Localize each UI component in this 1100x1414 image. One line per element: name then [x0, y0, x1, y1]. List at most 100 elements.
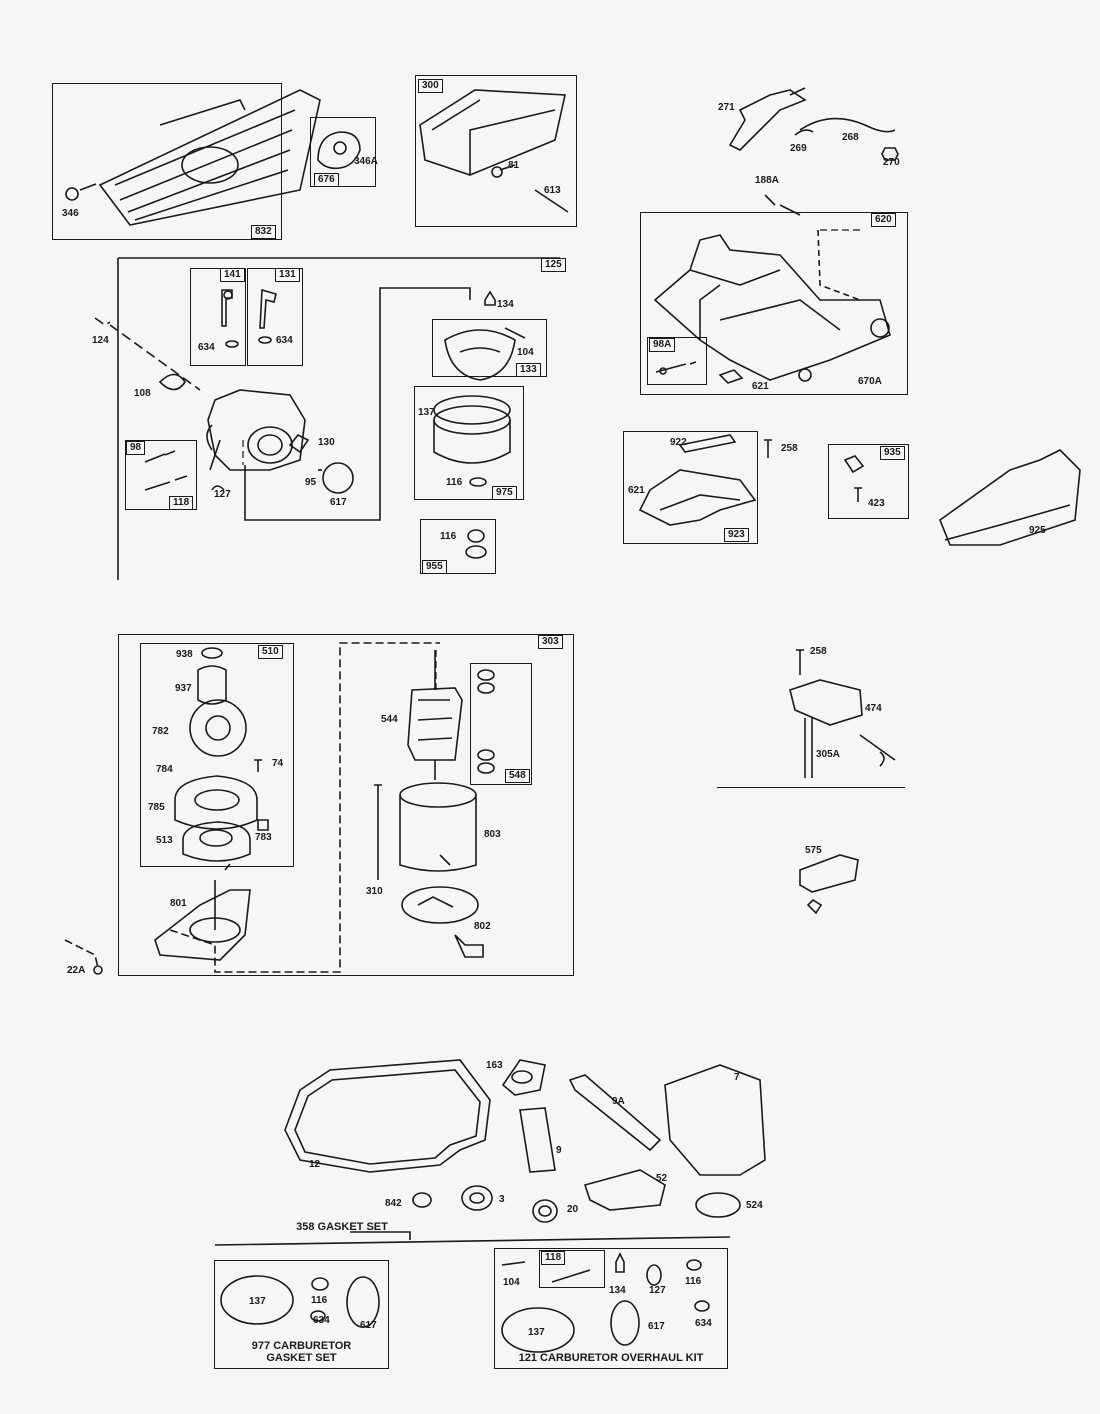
callout-784: 784	[156, 764, 173, 775]
starter-housing-801	[154, 863, 251, 961]
callout-524: 524	[746, 1200, 763, 1211]
callout-270: 270	[883, 157, 900, 168]
callout-127a: 127	[214, 489, 231, 500]
armature-544	[407, 650, 463, 780]
callout-108: 108	[134, 388, 151, 399]
bracket-474	[789, 649, 896, 778]
callout-617a: 617	[330, 497, 347, 508]
box-starter-outer	[118, 634, 574, 976]
callout-124: 124	[92, 335, 109, 346]
callout-9A: 9A	[612, 1096, 625, 1107]
callout-803: 803	[484, 829, 501, 840]
callout-134a: 134	[497, 299, 514, 310]
callout-130: 130	[318, 437, 335, 448]
callout-116c: 116	[311, 1295, 328, 1306]
callout-670A: 670A	[858, 376, 882, 387]
callout-802: 802	[474, 921, 491, 932]
callout-634a: 634	[198, 342, 215, 353]
rule-474	[717, 787, 905, 788]
callout-575: 575	[805, 845, 822, 856]
box-676	[310, 117, 376, 187]
tag-923: 923	[724, 528, 749, 542]
callout-9: 9	[556, 1145, 562, 1156]
callout-513: 513	[156, 835, 173, 846]
caption-977: 977 CARBURETOR GASKET SET	[214, 1340, 389, 1364]
heat-shield-676	[317, 131, 361, 170]
starter-510-drawing	[174, 647, 269, 862]
box-141	[190, 268, 246, 366]
box-121	[494, 1248, 728, 1369]
callout-305A: 305A	[816, 749, 840, 760]
tag-620: 620	[871, 213, 896, 227]
callout-938: 938	[176, 649, 193, 660]
box-620	[640, 212, 908, 395]
callout-925: 925	[1029, 525, 1046, 536]
carburetor-drawing	[206, 389, 306, 471]
throttle-lever-271	[728, 87, 807, 151]
float-bowl-133	[444, 329, 516, 381]
callout-22A: 22A	[67, 965, 86, 976]
tag-98A: 98A	[649, 338, 676, 352]
callout-258b: 258	[810, 646, 827, 657]
callout-258a: 258	[781, 443, 798, 454]
callout-634c: 634	[313, 1315, 330, 1326]
box-955	[420, 519, 496, 574]
caption-977-line1: 977 CARBURETOR	[251, 1340, 352, 1352]
tag-300: 300	[418, 79, 443, 93]
callout-7: 7	[734, 1072, 740, 1083]
tag-955: 955	[422, 560, 447, 574]
callout-116d: 116	[685, 1276, 702, 1287]
gasket-12	[284, 1059, 491, 1173]
callout-617c: 617	[648, 1321, 665, 1332]
callout-81: 81	[508, 160, 520, 171]
callout-20: 20	[567, 1204, 579, 1215]
tag-131: 131	[275, 268, 300, 282]
callout-116a: 116	[446, 477, 463, 488]
tag-98: 98	[126, 441, 146, 455]
callout-95: 95	[305, 477, 317, 488]
box-975	[414, 386, 524, 500]
tag-548: 548	[505, 769, 530, 783]
box-118b	[539, 1250, 605, 1288]
callout-269: 269	[790, 143, 807, 154]
callout-134b: 134	[609, 1285, 626, 1296]
box-510	[140, 643, 294, 867]
brush-plate-802	[401, 886, 484, 958]
callout-782: 782	[152, 726, 169, 737]
callout-12: 12	[309, 1159, 321, 1170]
muffler-300-drawing	[419, 89, 569, 213]
governor-link-141	[221, 289, 233, 327]
tag-935: 935	[880, 446, 905, 460]
callout-188A: 188A	[755, 175, 779, 186]
callout-801: 801	[170, 898, 187, 909]
callout-617b: 617	[360, 1320, 377, 1331]
tag-975: 975	[492, 486, 517, 500]
callout-613: 613	[544, 185, 561, 196]
callout-137a: 137	[418, 407, 435, 418]
callout-104b: 104	[503, 1277, 520, 1288]
callout-474: 474	[865, 703, 882, 714]
callout-842: 842	[385, 1198, 402, 1209]
choke-control-923-drawing	[638, 434, 757, 526]
cable-268	[794, 117, 896, 136]
callout-346: 346	[62, 208, 79, 219]
callout-163: 163	[486, 1060, 503, 1071]
callout-127b: 127	[649, 1285, 666, 1296]
lever-935	[843, 455, 865, 502]
callout-137c: 137	[528, 1327, 545, 1338]
callout-922: 922	[670, 437, 687, 448]
tag-141: 141	[220, 268, 245, 282]
callout-271: 271	[718, 102, 735, 113]
caption-gasket-set: 358 GASKET SET	[296, 1221, 388, 1233]
air-cleaner-cover-925	[939, 449, 1081, 546]
callout-621a: 621	[752, 381, 769, 392]
callout-634d: 634	[695, 1318, 712, 1329]
box-98	[125, 440, 197, 510]
callout-937: 937	[175, 683, 192, 694]
key-switch-575	[799, 854, 859, 915]
caption-121: 121 CARBURETOR OVERHAUL KIT	[518, 1352, 704, 1364]
box-300	[415, 75, 577, 227]
tag-676: 676	[314, 173, 339, 187]
